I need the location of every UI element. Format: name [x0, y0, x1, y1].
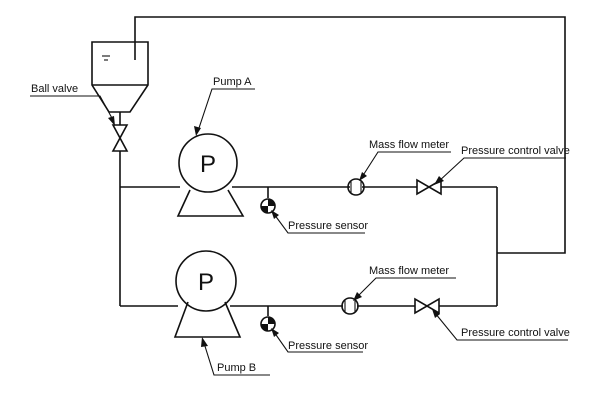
mass-flow-meter-upper-leader [359, 151, 451, 181]
return-line [134, 16, 566, 254]
mass-flow-meter-upper [347, 178, 365, 196]
pressure-sensor-lower-leader [271, 328, 363, 353]
pressure-control-valve-upper-leader [434, 157, 566, 185]
pump-a: P [176, 133, 245, 217]
pressure-sensor-lower [260, 306, 276, 332]
ball-valve-leader [30, 95, 115, 126]
pump-b-leader [201, 337, 270, 376]
mass-flow-meter-lower-leader [353, 277, 456, 301]
pressure-control-valve-lower-leader [432, 309, 568, 341]
pump-b: P [173, 250, 242, 338]
pressure-control-valve-lower-label: Pressure control valve [461, 327, 570, 339]
tank [91, 41, 149, 113]
pressure-control-valve-lower [414, 297, 440, 315]
ball-valve [111, 124, 129, 152]
pump-b-label: Pump B [217, 362, 256, 374]
pressure-sensor-upper [260, 187, 276, 214]
ball-valve-label: Ball valve [31, 83, 78, 95]
pump-b-symbol: P [198, 269, 214, 296]
pressure-control-valve-upper-label: Pressure control valve [461, 145, 570, 157]
pump-a-symbol: P [200, 151, 216, 178]
pressure-sensor-lower-label: Pressure sensor [288, 340, 368, 352]
mass-flow-meter-lower-label: Mass flow meter [369, 265, 449, 277]
mass-flow-meter-upper-label: Mass flow meter [369, 139, 449, 151]
pressure-sensor-upper-leader [271, 210, 365, 234]
mass-flow-meter-lower [341, 297, 359, 315]
pump-a-label: Pump A [213, 76, 252, 88]
pressure-sensor-upper-label: Pressure sensor [288, 220, 368, 232]
pump-a-leader [194, 88, 255, 136]
